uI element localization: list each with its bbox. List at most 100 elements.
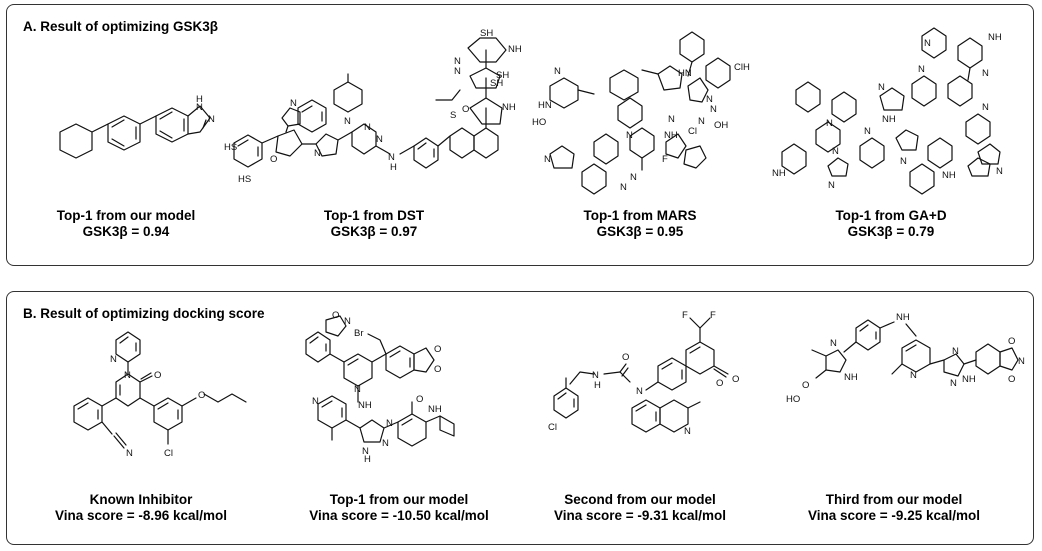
atom-label: N bbox=[982, 102, 989, 113]
caption-score: Vina score = -8.96 kcal/mol bbox=[55, 508, 227, 523]
atom-label: NH bbox=[358, 400, 372, 411]
caption-a1: Top-1 from our model GSK3β = 0.94 bbox=[57, 208, 196, 240]
atom-label: O bbox=[462, 104, 469, 115]
caption-b2: Top-1 from our model Vina score = -10.50… bbox=[309, 492, 488, 524]
atom-label: N bbox=[918, 64, 925, 75]
atom-label: N bbox=[364, 122, 371, 133]
atom-label: Cl bbox=[548, 422, 557, 433]
atom-label: N bbox=[1018, 356, 1025, 367]
atom-label: N bbox=[924, 38, 931, 49]
atom-label: SH bbox=[490, 78, 503, 89]
caption-title: Known Inhibitor bbox=[89, 492, 193, 507]
atom-label: Br bbox=[354, 328, 364, 339]
atom-label: O bbox=[1008, 336, 1015, 347]
atom-label: N bbox=[110, 354, 117, 365]
molecule-a2: HS HS SH SH NH SH NH O N N N N H O S N N… bbox=[224, 28, 524, 203]
atom-label: SH bbox=[496, 70, 509, 81]
atom-label: N bbox=[952, 346, 959, 357]
atom-label: N bbox=[996, 166, 1003, 177]
atom-label: O bbox=[622, 352, 629, 363]
atom-label: O bbox=[198, 390, 205, 401]
atom-label: N bbox=[386, 418, 393, 429]
atom-label: O bbox=[270, 154, 277, 165]
caption-title: Third from our model bbox=[825, 492, 963, 507]
caption-b3: Second from our model Vina score = -9.31… bbox=[554, 492, 726, 524]
atom-label: O bbox=[434, 344, 441, 355]
atom-label: N bbox=[388, 152, 395, 163]
atom-label: O bbox=[434, 364, 441, 375]
caption-a4: Top-1 from GA+D GSK3β = 0.79 bbox=[835, 208, 946, 240]
atom-label: O bbox=[716, 378, 723, 389]
caption-score: GSK3β = 0.97 bbox=[330, 224, 418, 239]
atom-label: N bbox=[626, 130, 633, 141]
atom-label: O bbox=[1008, 374, 1015, 385]
atom-label: N bbox=[290, 98, 297, 109]
atom-label: N bbox=[344, 116, 351, 127]
atom-label: N bbox=[900, 156, 907, 167]
atom-label: N bbox=[544, 154, 551, 165]
atom-label: NH bbox=[896, 312, 910, 323]
atom-label: N bbox=[864, 126, 871, 137]
atom-label: NH bbox=[942, 170, 956, 181]
atom-label: N bbox=[698, 116, 705, 127]
atom-label: H bbox=[594, 380, 601, 391]
panel-b-title: B. Result of optimizing docking score bbox=[23, 306, 265, 321]
atom-label: N bbox=[344, 316, 351, 327]
panel-a-title: A. Result of optimizing GSK3β bbox=[23, 19, 218, 34]
caption-a2: Top-1 from DST GSK3β = 0.97 bbox=[324, 208, 424, 240]
molecule-a1: H N N bbox=[40, 80, 230, 190]
atom-label: N bbox=[620, 182, 627, 193]
atom-label: O bbox=[416, 394, 423, 405]
caption-title: Top-1 from our model bbox=[56, 208, 196, 223]
atom-label: NH bbox=[428, 404, 442, 415]
caption-b1: Known Inhibitor Vina score = -8.96 kcal/… bbox=[55, 492, 227, 524]
atom-label: F bbox=[682, 310, 688, 321]
atom-label: Cl bbox=[164, 448, 173, 459]
atom-label: NH bbox=[664, 130, 678, 141]
atom-label: S bbox=[450, 110, 456, 121]
atom-label: N bbox=[454, 56, 461, 67]
caption-score: GSK3β = 0.95 bbox=[596, 224, 684, 239]
atom-label: SH bbox=[480, 28, 493, 39]
atom-label: Cl bbox=[688, 126, 697, 137]
atom-label: N bbox=[124, 370, 131, 381]
atom-label: N bbox=[208, 114, 215, 125]
molecule-b4: NH N N NH N N NH O O HO O N bbox=[786, 310, 1026, 460]
molecule-a3: HN ClH N HO HN N N N OH Cl NH N N F N N … bbox=[530, 30, 760, 205]
atom-label: N bbox=[706, 94, 713, 105]
caption-score: GSK3β = 0.94 bbox=[82, 224, 170, 239]
atom-label: N bbox=[196, 102, 203, 113]
atom-label: HN bbox=[678, 68, 692, 79]
caption-title: Top-1 from DST bbox=[323, 208, 425, 223]
atom-label: N bbox=[454, 66, 461, 77]
atom-label: N bbox=[126, 448, 133, 459]
atom-label: N bbox=[382, 438, 389, 449]
atom-label: N bbox=[710, 104, 717, 115]
atom-label: N bbox=[554, 66, 561, 77]
atom-label: NH bbox=[988, 32, 1002, 43]
atom-label: N bbox=[636, 386, 643, 397]
caption-a3: Top-1 from MARS GSK3β = 0.95 bbox=[584, 208, 697, 240]
atom-label: N bbox=[878, 82, 885, 93]
molecule-b1: N N O O N Cl bbox=[60, 331, 260, 472]
atom-label: O bbox=[802, 380, 809, 391]
atom-label: OH bbox=[714, 120, 728, 131]
caption-score: GSK3β = 0.79 bbox=[847, 224, 935, 239]
atom-label: H bbox=[196, 94, 203, 105]
atom-label: N bbox=[376, 134, 383, 145]
atom-label: O bbox=[154, 370, 161, 381]
atom-label: N bbox=[592, 370, 599, 381]
panel-docking: B. Result of optimizing docking score bbox=[6, 291, 1034, 545]
atom-label: ClH bbox=[734, 62, 750, 73]
caption-score: Vina score = -10.50 kcal/mol bbox=[309, 508, 489, 523]
atom-label: NH bbox=[508, 44, 522, 55]
caption-score: Vina score = -9.31 kcal/mol bbox=[554, 508, 726, 523]
atom-label: NH bbox=[772, 168, 786, 179]
molecule-a4: NH N N N N NH N N N NH N N NH N N bbox=[772, 26, 1022, 206]
atom-label: NH bbox=[962, 374, 976, 385]
atom-label: N bbox=[314, 148, 321, 159]
caption-b4: Third from our model Vina score = -9.25 … bbox=[808, 492, 980, 524]
atom-label: N bbox=[362, 446, 369, 457]
atom-label: N bbox=[312, 396, 319, 407]
atom-label: N bbox=[668, 114, 675, 125]
